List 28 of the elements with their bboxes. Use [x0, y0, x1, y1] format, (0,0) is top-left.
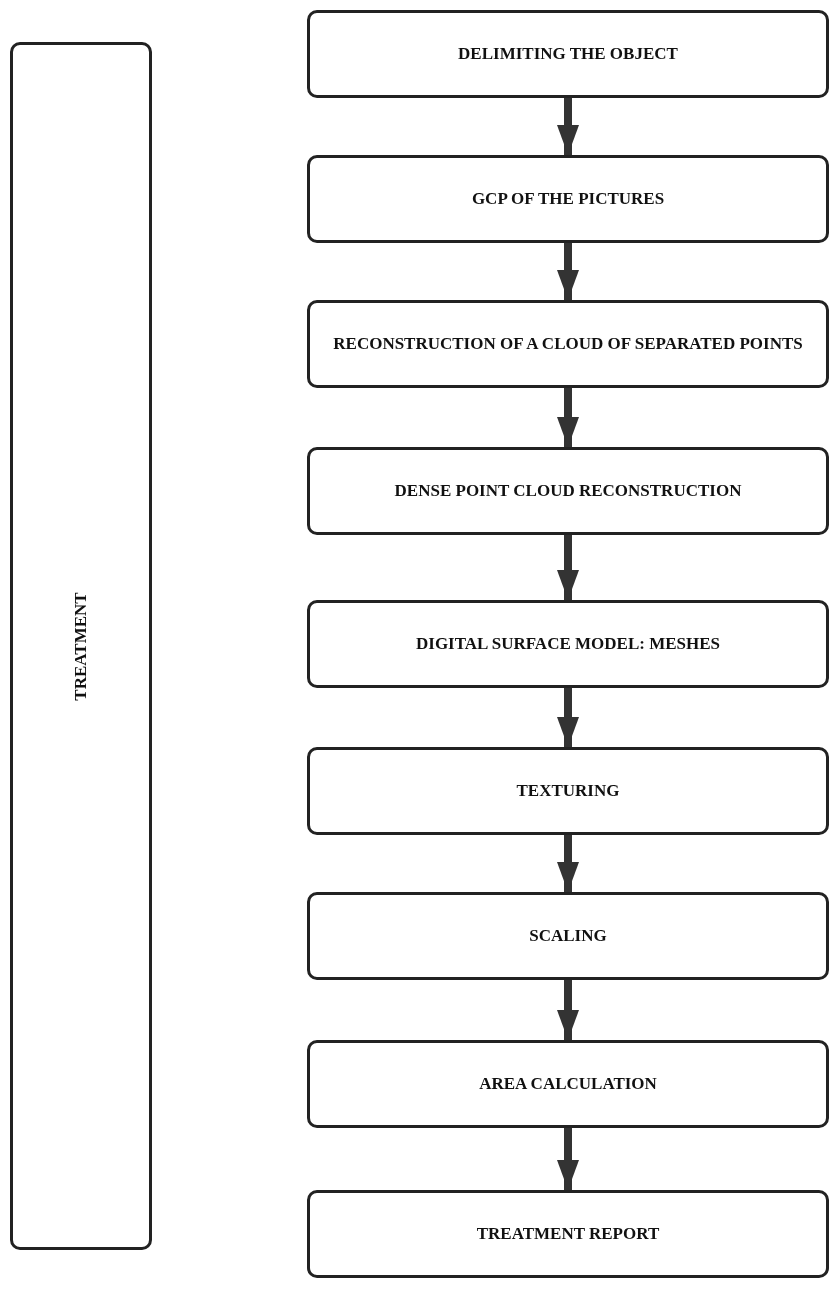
step-label: SCALING: [528, 924, 608, 947]
group-box: [10, 42, 152, 1250]
step-label: DELIMITING THE OBJECT: [457, 42, 679, 65]
arrow: [557, 535, 579, 600]
process-box: [307, 1190, 829, 1278]
process-box: [307, 300, 829, 388]
step-label: DENSE POINT CLOUD RECONSTRUCTION: [393, 479, 743, 502]
step-label: GCP OF THE PICTURES: [470, 187, 666, 210]
process-box: [307, 10, 829, 98]
group-label: TREATMENT: [69, 591, 91, 701]
arrow: [557, 835, 579, 892]
process-box: [307, 447, 829, 535]
step-label: TEXTURING: [515, 779, 621, 802]
step-label: TREATMENT REPORT: [475, 1222, 661, 1245]
arrow: [557, 980, 579, 1040]
process-box: [307, 747, 829, 835]
process-box: [307, 892, 829, 980]
arrow: [557, 688, 579, 747]
process-box: [307, 600, 829, 688]
process-box: [307, 155, 829, 243]
step-label: RECONSTRUCTION OF A CLOUD OF SEPARATED POINTS: [332, 332, 804, 355]
arrow: [557, 98, 579, 155]
arrow: [557, 243, 579, 300]
process-box: [307, 1040, 829, 1128]
arrow: [557, 388, 579, 447]
step-label: DIGITAL SURFACE MODEL: MESHES: [415, 632, 721, 655]
step-label: AREA CALCULATION: [478, 1072, 658, 1095]
arrow: [557, 1128, 579, 1190]
